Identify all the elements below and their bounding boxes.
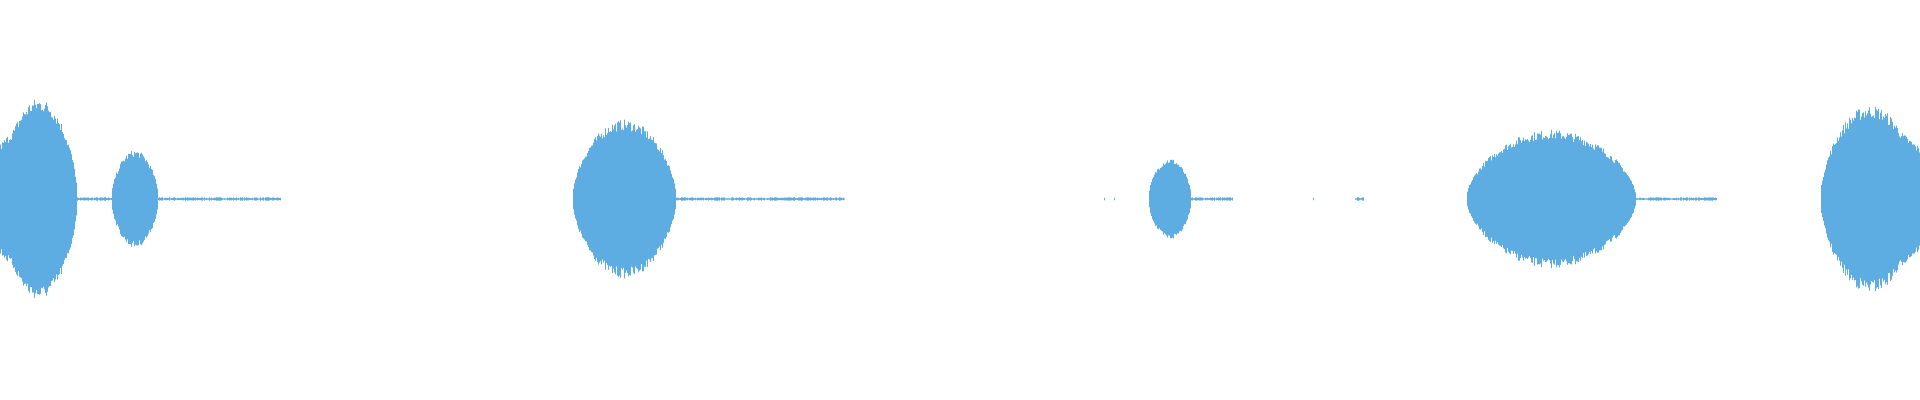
- waveform-trace: [0, 99, 1920, 299]
